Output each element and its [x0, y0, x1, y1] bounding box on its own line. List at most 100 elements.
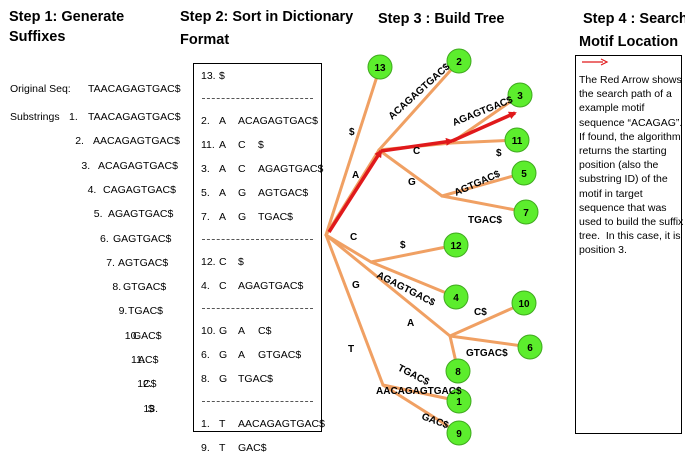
suffix-number: 5. [93, 208, 103, 221]
description-line: substring ID) of the [579, 173, 668, 186]
leaf-node-10: 10 [511, 290, 537, 316]
search-path-arrow [451, 111, 517, 143]
leaf-id: 2 [456, 57, 462, 68]
leaf-node-3: 3 [507, 82, 533, 108]
suffix-string: CAGAGTGAC$ [103, 183, 176, 196]
suffix-string: C$ [143, 378, 157, 391]
substrings-label: Substrings [10, 111, 60, 123]
sorted-row: 13.$ [194, 64, 321, 88]
step1-title-line2: Suffixes [9, 29, 66, 45]
edge-label: GTGAC$ [466, 348, 508, 359]
edge-label: AGAGTGAC$ [451, 94, 515, 128]
edge-label: C [350, 232, 357, 243]
suffix-number: 9. [118, 305, 128, 318]
step1-title-line1: Step 1: Generate [9, 9, 125, 25]
suffix-number: 12. [137, 378, 152, 391]
leaf-node-7: 7 [513, 199, 539, 225]
sorted-row: 12.C$ [194, 250, 321, 274]
edge-label: $ [496, 148, 502, 159]
suffix-string: TGAC$ [128, 305, 164, 318]
sorted-cell-b: AACAGAGTGAC$ [238, 418, 325, 430]
leaf-id: 6 [527, 343, 533, 354]
sorted-cell-c: AGTGAC$ [258, 187, 309, 199]
suffix-number: 2. [75, 135, 84, 148]
step2-title-line2: Format [180, 32, 230, 48]
group-separator [202, 239, 313, 240]
edge-7 [440, 194, 528, 214]
sorted-cell-a: G [219, 349, 228, 361]
step2-title-line1: Step 2: Sort in Dictionary [180, 9, 354, 25]
sorted-cell-n: 4. [201, 280, 210, 292]
edge-1 [381, 383, 461, 403]
search-path-arrow [380, 137, 454, 153]
leaf-id: 1 [456, 397, 462, 408]
edge-label: $ [349, 127, 355, 138]
edge-13 [324, 65, 382, 237]
sorted-cell-b: AGAGTGAC$ [238, 280, 304, 292]
red-arrow-legend-icon [582, 58, 609, 66]
step4-title-line1: Step 4 : Search [583, 11, 685, 27]
edge-label: $ [400, 240, 406, 251]
suffix-number: 13. [143, 402, 158, 415]
sorted-cell-a: C [219, 256, 227, 268]
sorted-cell-b: C [238, 163, 246, 175]
leaf-node-2: 2 [446, 48, 472, 74]
edge-label: A [352, 170, 359, 181]
suffix-string: AGAGTGAC$ [108, 208, 174, 221]
description-line: the search path of a [579, 88, 672, 101]
sorted-cell-b: ACAGAGTGAC$ [238, 115, 318, 127]
edge-label: TGAC$ [396, 363, 432, 388]
leaf-node-5: 5 [511, 160, 537, 186]
suffix-string: TAACAGAGTGAC$ [88, 111, 181, 123]
sorted-cell-a: $ [219, 70, 225, 82]
suffix-string: AC$ [138, 354, 159, 366]
edge-9 [381, 383, 461, 435]
sorted-cell-b: TGAC$ [238, 373, 274, 385]
description-line: position (also the [579, 159, 659, 172]
description-line: motif in target [579, 187, 643, 200]
original-seq-label: Original Seq: [10, 83, 71, 95]
edge-label: G [408, 177, 416, 188]
sorted-cell-c: AGAGTGAC$ [258, 163, 324, 175]
leaf-node-1: 1 [446, 388, 472, 414]
leaf-id: 13 [374, 63, 386, 74]
sorted-cell-a: T [219, 418, 226, 430]
sorted-cell-c: GTGAC$ [258, 349, 302, 361]
sorted-cell-a: C [219, 280, 227, 292]
leaf-node-9: 9 [446, 420, 472, 446]
edge-AG [377, 148, 444, 198]
group-separator [202, 401, 313, 402]
original-seq-value: TAACAGAGTGAC$ [88, 83, 181, 95]
sorted-cell-n: 11. [201, 139, 215, 151]
suffix-number: 3. [81, 159, 91, 172]
leaf-node-11: 11 [504, 127, 530, 153]
step3-title: Step 3 : Build Tree [378, 11, 505, 27]
leaf-id: 5 [521, 169, 527, 180]
description-line: sequence that was [579, 201, 667, 214]
description-line: tree. In this case, it is [579, 230, 681, 243]
leaf-node-4: 4 [443, 284, 469, 310]
edge-label: TGAC$ [468, 215, 502, 226]
sorted-cell-a: A [219, 139, 227, 151]
description-line: The Red Arrow shows [579, 74, 682, 86]
suffix-number: 8. [112, 281, 122, 294]
edge-2 [377, 59, 461, 152]
edge-label: C$ [474, 307, 487, 318]
sorted-cell-b: $ [238, 256, 244, 268]
sorted-cell-n: 9. [201, 442, 210, 454]
sorted-cell-c: TGAC$ [258, 211, 294, 223]
edge-4 [369, 260, 458, 299]
sorted-cell-n: 2. [201, 115, 210, 127]
description-line: sequence “ACAGAG”. [579, 116, 683, 129]
edge-12 [369, 243, 458, 264]
leaf-node-8: 8 [445, 358, 471, 384]
sorted-cell-a: A [219, 187, 227, 199]
